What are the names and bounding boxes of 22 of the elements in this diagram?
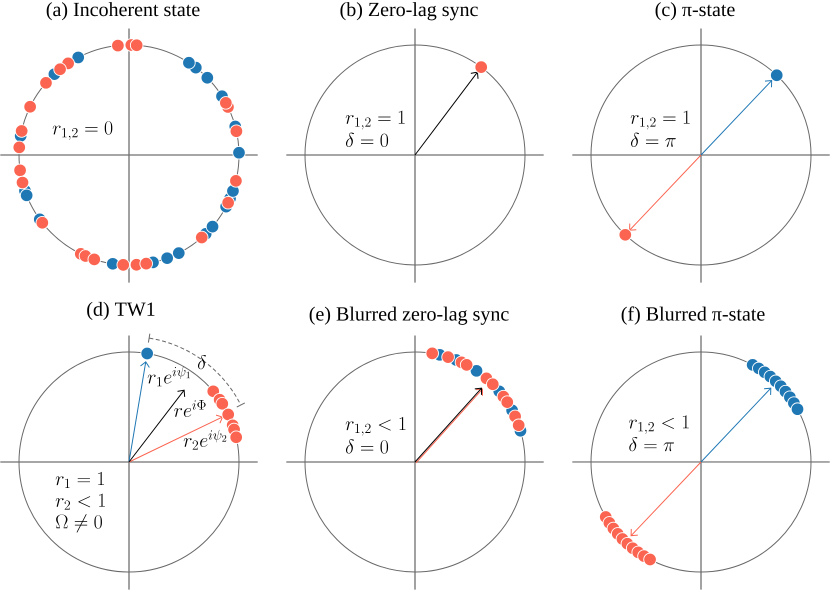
vector-label: $r_2 e^{i\psi_2}$	[184, 430, 226, 450]
formula: $\delta = 0$	[346, 439, 388, 454]
formula: $\delta = \pi$	[629, 436, 674, 452]
formula: $\Omega \neq 0$	[56, 514, 102, 533]
formula: $\delta = \pi$	[631, 132, 676, 147]
formula: $r_{1,2} = 1$	[346, 110, 405, 130]
formula: $r_1 = 1$	[56, 472, 104, 488]
panel-title: (f) Blurred π-state	[622, 306, 765, 325]
formula: $r_{1,2} = 1$	[630, 110, 690, 130]
panel-title: (e) Blurred zero-lag sync	[310, 306, 509, 325]
panel-title: (c) π-state	[656, 2, 735, 20]
formula: $\delta = 0$	[346, 132, 388, 148]
vector-label: $r_1 e^{i\psi_1}$	[148, 366, 190, 386]
dimension-label: $\delta$	[198, 354, 206, 370]
formula: $r_2 < 1$	[56, 494, 105, 510]
formula: $r_{1,2} = 0$	[52, 121, 112, 140]
formula: $r_{1,2} < 1$	[629, 415, 689, 434]
panel-title: (b) Zero-lag sync	[340, 2, 478, 20]
panel-title: (d) TW1	[87, 302, 154, 320]
vector-label: $re^{i\Phi}$	[174, 400, 206, 417]
formula: $r_{1,2} < 1$	[346, 416, 406, 436]
panel-title: (a) Incoherent state	[46, 2, 200, 20]
